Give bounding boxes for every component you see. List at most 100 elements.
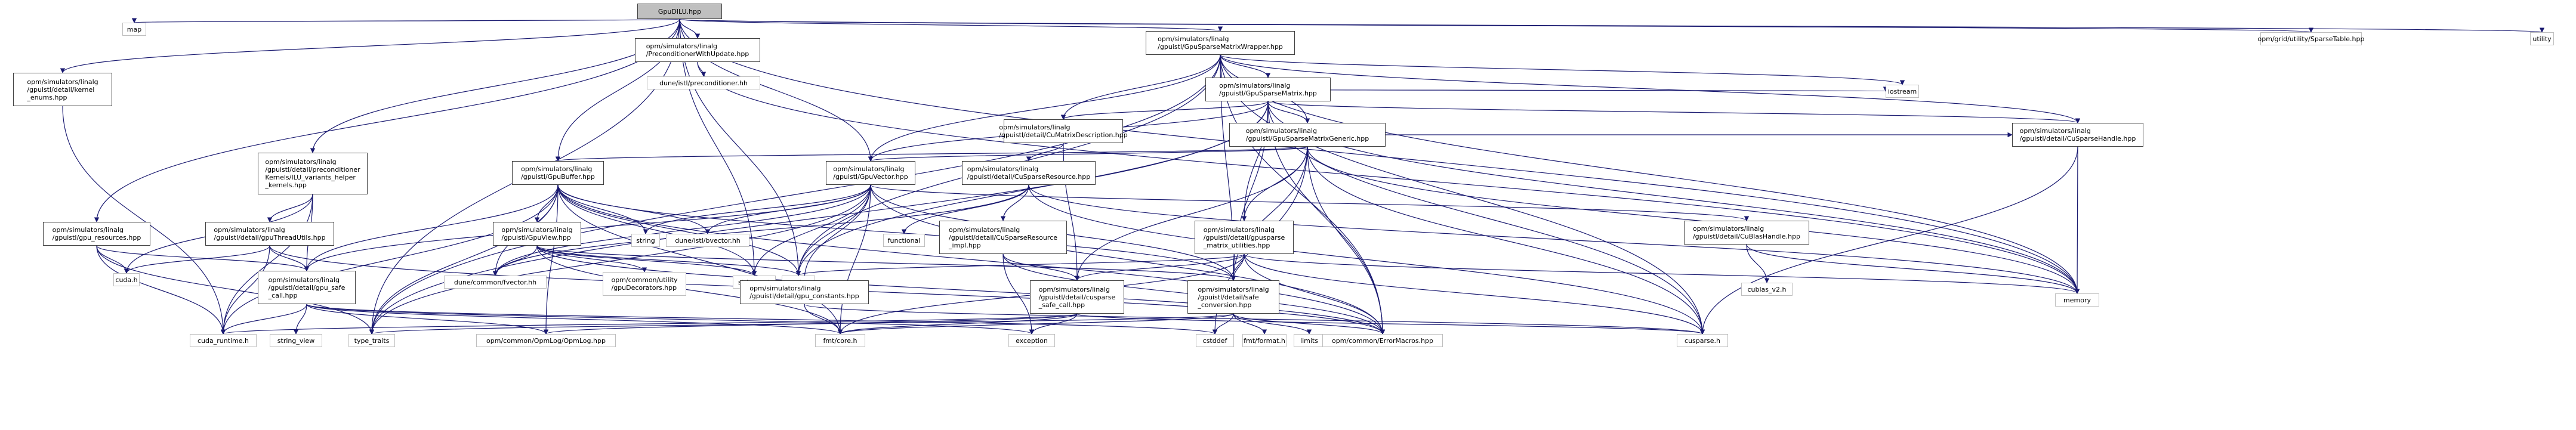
node-cublashandle[interactable]: opm/simulators/linalg /gpuistl/detail/Cu… bbox=[1684, 221, 1809, 245]
node-cuda-h: cuda.h bbox=[113, 273, 140, 286]
edge-generic-to-errormacros bbox=[1307, 146, 1386, 335]
node-cusparseresource[interactable]: opm/simulators/linalg /gpuistl/detail/Cu… bbox=[962, 161, 1096, 185]
edge-cusparseresource-to-memory bbox=[1028, 184, 2080, 294]
node-label: opm/simulators/linalg /gpuistl/detail/Cu… bbox=[967, 165, 1091, 181]
edge-wrapper-to-gpuvector bbox=[868, 54, 1221, 162]
edge-root-to-map bbox=[133, 17, 680, 23]
node-label: cuda.h bbox=[115, 276, 138, 284]
node-string: string bbox=[631, 234, 660, 247]
node-gpu-constants[interactable]: opm/simulators/linalg /gpuistl/detail/gp… bbox=[740, 280, 869, 304]
node-label: limits bbox=[1300, 336, 1318, 345]
edge-gpu_resources-to-cuda_runtime bbox=[96, 245, 226, 335]
edge-gpubuffer-to-fmt_core bbox=[557, 184, 843, 335]
edge-safe_conversion-to-type_traits bbox=[369, 313, 1234, 335]
edge-matrix_utils-to-cusparse_h bbox=[1244, 253, 1705, 335]
edge-gpubuffer-to-gpuview bbox=[534, 184, 559, 222]
edge-kernel_enums-to-cuda_runtime bbox=[62, 106, 226, 335]
edge-gpusparsematrix-to-memory bbox=[1267, 101, 2080, 294]
node-label: GpuDILU.hpp bbox=[658, 7, 702, 16]
node-gpubuffer[interactable]: opm/simulators/linalg /gpuistl/GpuBuffer… bbox=[512, 161, 604, 185]
node-gpuview[interactable]: opm/simulators/linalg /gpuistl/GpuView.h… bbox=[493, 222, 581, 246]
node-precond-update[interactable]: opm/simulators/linalg /PreconditionerWit… bbox=[635, 38, 760, 62]
edge-root-to-kernel_enums bbox=[60, 18, 680, 73]
edge-cusparse_safe_call-to-fmt_core bbox=[837, 313, 1078, 335]
node-dune-precond: dune/istl/preconditioner.hh bbox=[647, 76, 760, 89]
node-generic[interactable]: opm/simulators/linalg /gpuistl/GpuSparse… bbox=[1229, 123, 1386, 147]
edge-root-to-memory bbox=[679, 18, 2080, 294]
node-label: utility bbox=[2532, 35, 2552, 43]
node-fmt-format: fmt/format.h bbox=[1242, 334, 1287, 347]
edge-gpuvector-to-type_traits bbox=[369, 184, 871, 335]
edge-gpuview-to-gpudecorators bbox=[536, 245, 647, 273]
edge-gpusparsematrix-to-matrix_utils bbox=[1241, 101, 1269, 221]
edge-cusparsehandle-to-memory bbox=[2074, 146, 2080, 294]
node-threadutils[interactable]: opm/simulators/linalg /gpuistl/detail/gp… bbox=[205, 222, 334, 246]
node-matrix-utils[interactable]: opm/simulators/linalg /gpuistl/detail/gp… bbox=[1195, 221, 1294, 254]
node-label: dune/istl/preconditioner.hh bbox=[659, 79, 748, 87]
edge-gpusparsematrix-to-cumatrixdesc bbox=[1060, 101, 1269, 120]
edge-ilu_helper-to-threadutils bbox=[267, 194, 313, 222]
edge-gpu_resources-to-type_traits bbox=[96, 245, 375, 335]
node-wrapper[interactable]: opm/simulators/linalg /gpuistl/GpuSparse… bbox=[1146, 31, 1295, 55]
node-label: opm/simulators/linalg /gpuistl/detail/pr… bbox=[265, 158, 360, 189]
node-label: functional bbox=[887, 236, 921, 245]
node-cusparseresource-impl[interactable]: opm/simulators/linalg /gpuistl/detail/Cu… bbox=[939, 221, 1067, 254]
node-gpuvector[interactable]: opm/simulators/linalg /gpuistl/GpuVector… bbox=[826, 161, 915, 185]
edge-generic-to-cusparse_safe_call bbox=[1074, 146, 1308, 281]
edge-wrapper-to-gpusparsematrix bbox=[1220, 54, 1271, 78]
edge-gpubuffer-to-cuda_runtime bbox=[220, 184, 559, 335]
edge-root-to-utility bbox=[679, 18, 2543, 33]
edge-gpu_safe_call-to-cstddef bbox=[306, 304, 1217, 335]
node-cublas-v2: cublas_v2.h bbox=[1741, 283, 1793, 296]
edge-cusparseresource-to-cusparse_h bbox=[1028, 184, 1705, 335]
node-label: cusparse.h bbox=[1685, 336, 1720, 345]
node-gpusparsematrix[interactable]: opm/simulators/linalg /gpuistl/GpuSparse… bbox=[1205, 78, 1331, 101]
node-opmlog: opm/common/OpmLog/OpmLog.hpp bbox=[476, 334, 616, 347]
node-label: opm/simulators/linalg /gpuistl/GpuSparse… bbox=[1219, 82, 1317, 97]
node-ilu-helper[interactable]: opm/simulators/linalg /gpuistl/detail/pr… bbox=[258, 153, 368, 194]
edge-gpu_safe_call-to-opmlog bbox=[306, 304, 549, 335]
edge-gpuview-to-vector bbox=[536, 245, 801, 276]
node-label: type_traits bbox=[354, 336, 390, 345]
edge-generic-to-safe_conversion bbox=[1230, 146, 1308, 281]
node-label: opm/simulators/linalg /gpuistl/detail/sa… bbox=[1198, 285, 1269, 309]
node-limits: limits bbox=[1294, 334, 1325, 347]
edge-wrapper-to-memory bbox=[1220, 54, 2080, 294]
edge-cusparse_safe_call-to-exception bbox=[1029, 313, 1078, 335]
node-label: opm/common/ErrorMacros.hpp bbox=[1331, 336, 1434, 345]
edge-gpusparsematrix-to-cusparsehandle bbox=[1267, 101, 2080, 123]
edge-cusparseresource-to-fvector bbox=[492, 184, 1029, 276]
node-safe-conversion[interactable]: opm/simulators/linalg /gpuistl/detail/sa… bbox=[1187, 280, 1279, 314]
node-root[interactable]: GpuDILU.hpp bbox=[637, 4, 722, 19]
edge-generic-to-gpubuffer bbox=[556, 146, 1308, 162]
edge-gpusparsematrix-to-type_traits bbox=[369, 101, 1269, 335]
node-label: cuda_runtime.h bbox=[197, 336, 249, 345]
node-label: opm/simulators/linalg /gpuistl/GpuSparse… bbox=[1158, 35, 1283, 51]
edge-gpusparsematrix-to-iostream bbox=[1267, 86, 1886, 92]
node-memory: memory bbox=[2055, 293, 2099, 307]
edge-matrix_utils-to-memory bbox=[1244, 253, 2080, 294]
node-cumatrixdesc[interactable]: opm/simulators/linalg /gpuistl/detail/Cu… bbox=[999, 119, 1128, 143]
node-label: opm/simulators/linalg /gpuistl/gpu_resou… bbox=[52, 226, 141, 242]
edge-matrix_utils-to-errormacros bbox=[1244, 253, 1386, 335]
edge-safe_conversion-to-cstddef bbox=[1212, 313, 1234, 335]
edge-gpubuffer-to-vector bbox=[557, 184, 801, 276]
node-label: opm/common/utility /gpuDecorators.hpp bbox=[611, 276, 678, 292]
node-errormacros: opm/common/ErrorMacros.hpp bbox=[1322, 334, 1443, 347]
node-label: opm/common/OpmLog/OpmLog.hpp bbox=[486, 336, 606, 345]
node-cusparse-safe-call[interactable]: opm/simulators/linalg /gpuistl/detail/cu… bbox=[1030, 280, 1124, 314]
node-label: fmt/core.h bbox=[823, 336, 857, 345]
edge-gpuvector-to-vector bbox=[795, 184, 871, 276]
edge-gpuview-to-stdexcept bbox=[536, 245, 757, 276]
edge-root-to-vector bbox=[679, 18, 801, 276]
node-cusparsehandle[interactable]: opm/simulators/linalg /gpuistl/detail/Cu… bbox=[2012, 123, 2143, 147]
node-label: opm/simulators/linalg /gpuistl/GpuVector… bbox=[833, 165, 908, 181]
edge-gpu_safe_call-to-cuda_runtime bbox=[220, 304, 307, 335]
node-kernel-enums[interactable]: opm/simulators/linalg /gpuistl/detail/ke… bbox=[13, 73, 112, 106]
edge-gpuvector-to-string bbox=[643, 184, 871, 234]
edge-cublashandle-to-cublas_v2 bbox=[1746, 244, 1770, 283]
edge-generic-to-cusparse_h bbox=[1307, 146, 1705, 335]
node-gpu-safe-call[interactable]: opm/simulators/linalg /gpuistl/detail/gp… bbox=[258, 271, 356, 304]
node-gpu-resources[interactable]: opm/simulators/linalg /gpuistl/gpu_resou… bbox=[43, 222, 150, 246]
edge-gpuview-to-fvector bbox=[492, 245, 538, 276]
